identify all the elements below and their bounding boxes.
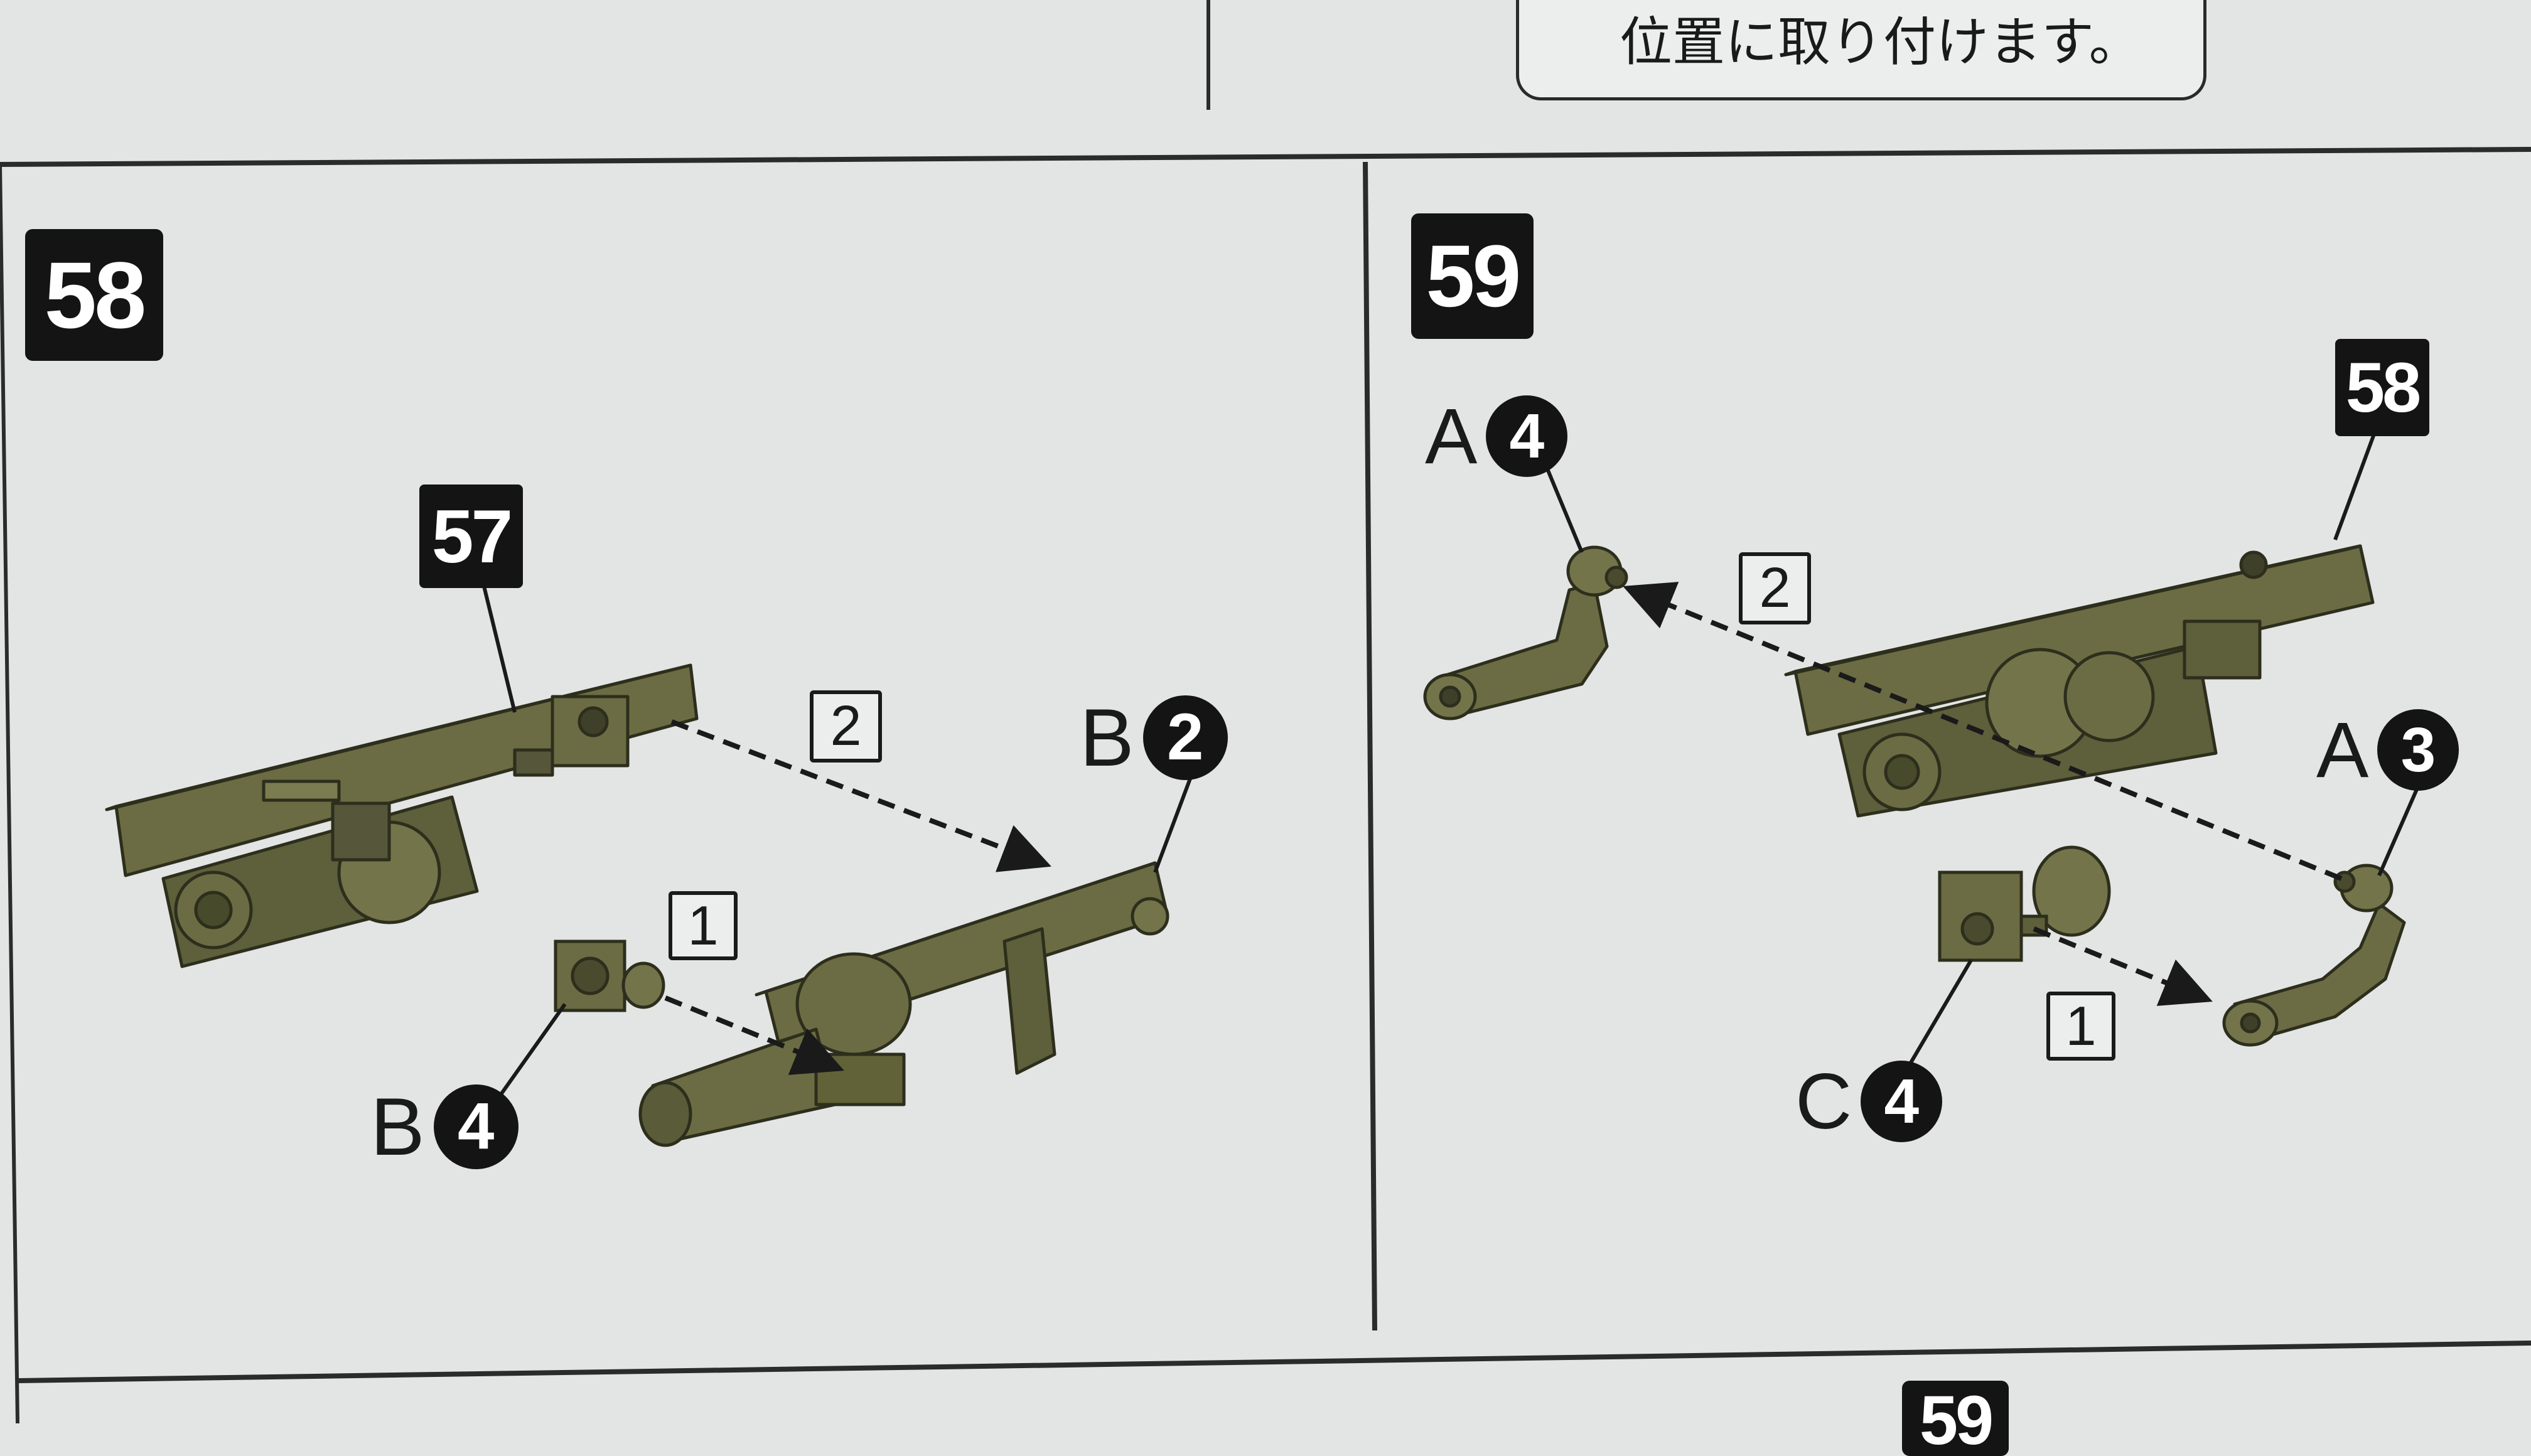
part-letter: A	[2316, 706, 2369, 794]
part-number-circle: 4	[1486, 395, 1568, 477]
sub-assembly-ref-badge: 57	[419, 484, 523, 588]
step-number-badge: 58	[25, 229, 163, 361]
leader-57	[481, 583, 517, 713]
part-letter: B	[1080, 692, 1134, 783]
part-57-receiver	[105, 663, 699, 968]
step-58-arrow-1	[664, 995, 844, 1075]
step-59-arrow-1	[2033, 926, 2213, 1006]
next-step-badge-partial: 59	[1902, 1381, 2009, 1456]
step-59-arrow-2	[1623, 582, 2343, 881]
part-letter: A	[1425, 392, 1478, 480]
part-b2-rail	[638, 861, 1169, 1147]
part-number-circle: 2	[1142, 695, 1228, 780]
leader-b4	[494, 1003, 567, 1103]
panel-grid	[0, 0, 2531, 1423]
part-letter: C	[1795, 1057, 1852, 1145]
leader-58	[2333, 419, 2381, 541]
part-label-b2: B 2	[1080, 690, 1228, 784]
instruction-note-text: 位置に取り付けます。	[1620, 11, 2142, 73]
order-marker: 1	[2046, 992, 2115, 1061]
step-59-panel	[1423, 419, 2425, 1068]
leader-a4	[1542, 460, 1584, 554]
leader-a3	[2377, 774, 2425, 877]
step-58-arrow-2	[670, 719, 1051, 872]
part-number-circle: 4	[1861, 1061, 1943, 1142]
part-a3-crank	[2222, 864, 2406, 1047]
part-label-a4: A 4	[1425, 389, 1568, 483]
part-a4-crank	[1423, 545, 1628, 720]
part-label-c4: C 4	[1795, 1054, 1943, 1148]
part-label-b4: B 4	[370, 1079, 519, 1174]
center-vertical-rule	[1363, 161, 1377, 1331]
upper-horizontal-rule	[0, 147, 2531, 167]
instruction-sheet	[0, 0, 2531, 1423]
step-number-badge: 59	[1411, 213, 1534, 339]
part-label-a3: A 3	[2316, 703, 2459, 797]
order-marker: 2	[810, 690, 882, 763]
part-number-circle: 4	[433, 1084, 519, 1169]
left-vertical-rule	[0, 164, 19, 1423]
order-marker: 2	[1739, 552, 1811, 624]
leader-c4	[1906, 959, 1973, 1068]
part-c4-block	[1938, 845, 2111, 962]
part-58-assembly	[1784, 544, 2375, 818]
order-marker: 1	[669, 891, 738, 960]
part-letter: B	[370, 1081, 425, 1172]
step-58-panel	[105, 583, 1195, 1147]
part-b4-connector	[554, 939, 665, 1012]
leader-b2	[1153, 771, 1195, 874]
part-number-circle: 3	[2377, 709, 2459, 791]
instruction-note-box	[1516, 0, 2206, 100]
sub-assembly-ref-badge: 58	[2335, 339, 2429, 436]
lower-horizontal-rule	[18, 1341, 2531, 1383]
